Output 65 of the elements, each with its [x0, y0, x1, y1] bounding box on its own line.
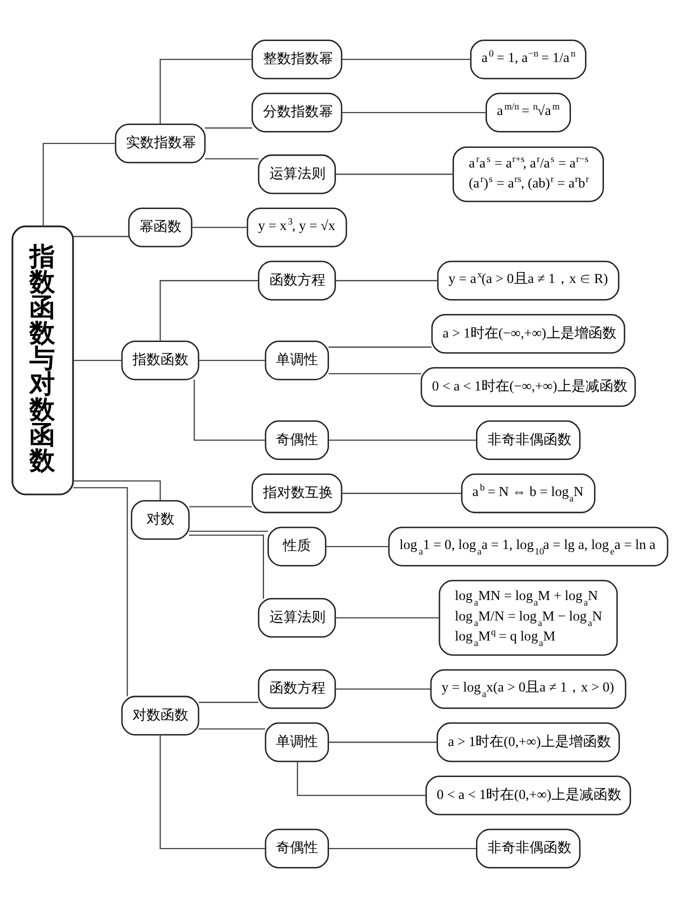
node-box: 指数函数与对数函数	[12, 225, 74, 495]
connector	[194, 379, 266, 440]
node-box: 实数指数幂	[114, 123, 206, 163]
node-box: log$_{a}$1 = 0, log$_{a}$a = 1, log$_{10}$a = lg a, log$_{e}$a = ln a	[388, 526, 668, 566]
connector	[198, 701, 258, 702]
node-box: log$_{a}$MN = log$_{a}$M + log$_{a}$N log$_{a}$M/N = log$_{a}$M − log$_{a}$N log$_{a}$M$^{q}$ = q log$_{a}$M	[438, 579, 618, 656]
connector	[205, 158, 258, 159]
node-box: 非奇非偶函数	[476, 420, 581, 460]
node-box: 运算法则	[258, 597, 336, 638]
connector	[328, 439, 477, 440]
connector	[296, 760, 426, 796]
node-box: a$^{m/n}$ = $^{n}$√a$^{m}$	[486, 92, 571, 132]
node-box: 0 < a < 1时在(−∞,+∞)上是减函数	[420, 366, 636, 406]
connector	[160, 734, 266, 849]
node-box: 函数方程	[258, 260, 336, 300]
node-box: 运算法则	[258, 154, 336, 194]
connector	[336, 688, 430, 690]
connector	[73, 359, 122, 360]
connector	[73, 480, 161, 500]
node-box: y = a$^{x}$(a > 0且a ≠ 1，x ∈ R)	[437, 260, 620, 300]
connector	[42, 142, 116, 226]
connector	[189, 530, 268, 532]
connector	[192, 226, 248, 228]
node-box: 对数函数	[121, 695, 200, 735]
connector	[328, 848, 477, 849]
connector	[160, 58, 252, 124]
node-box: 非奇非偶函数	[476, 828, 581, 868]
connector	[73, 486, 128, 696]
node-box: y = log$_{a}$x(a > 0且a ≠ 1，x > 0)	[430, 668, 626, 708]
connector	[198, 728, 266, 730]
node-box: a$^{b}$ = N ⇔ b = log$_{a}$N	[461, 473, 596, 513]
node-box: 分数指数幂	[252, 92, 342, 132]
node-box: 幂函数	[128, 207, 192, 247]
node-box: a$^{r}$a$^{s}$ = a$^{r+s}$, a$^{r}$/a$^{s}$ = a$^{r−s}$ (a$^{r}$)$^{s}$ = a$^{rs}$, (ab)$^{r}$ = a$^{r}$b$^{r}$	[452, 146, 604, 202]
connector	[328, 346, 432, 348]
connector	[342, 112, 486, 113]
connector	[336, 280, 438, 281]
node-box: 0 < a < 1时在(0,+∞)上是减函数	[425, 775, 632, 815]
node-box: 单调性	[264, 722, 329, 762]
node-box: a > 1时在(0,+∞)上是增函数	[436, 722, 620, 762]
connector	[198, 359, 266, 360]
node-box: 奇偶性	[264, 828, 329, 868]
connector	[189, 534, 264, 598]
connector	[160, 280, 258, 341]
node-box: 指对数互换	[252, 473, 342, 513]
node-box: a$^{0}$ = 1, a$^{−n}$ = 1/a$^{n}$	[470, 39, 586, 79]
node-box: 奇偶性	[264, 420, 329, 460]
connector	[336, 173, 453, 174]
connector	[73, 235, 129, 237]
node-box: 性质	[268, 526, 326, 566]
connector	[189, 506, 252, 507]
node-box: 单调性	[264, 340, 329, 380]
connector	[342, 58, 471, 60]
node-box: a > 1时在(−∞,+∞)上是增函数	[431, 313, 626, 354]
node-box: 指数函数	[121, 340, 200, 380]
node-box: 对数	[130, 500, 190, 540]
connector	[342, 492, 462, 494]
node-box: 整数指数幂	[252, 39, 342, 79]
connector	[336, 616, 440, 618]
connector	[205, 126, 252, 128]
connector	[326, 545, 389, 547]
connector	[328, 372, 422, 374]
connector	[328, 741, 438, 742]
node-box: 函数方程	[258, 668, 336, 708]
node-box: y = x$^{3}$, y = √x	[246, 207, 348, 247]
